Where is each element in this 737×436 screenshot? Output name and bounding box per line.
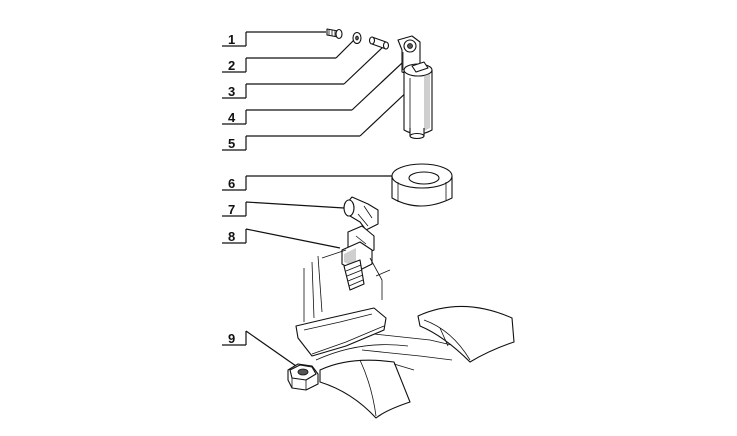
callout-8-label: 8 bbox=[228, 229, 235, 244]
callout-2: 2 bbox=[222, 39, 355, 73]
callout-8-leader bbox=[245, 228, 341, 249]
side-panel-part bbox=[393, 305, 515, 371]
callout-6: 6 bbox=[222, 175, 392, 191]
callout-4-label: 4 bbox=[228, 110, 236, 125]
callout-3-label: 3 bbox=[228, 84, 235, 99]
callout-7: 7 bbox=[222, 201, 345, 217]
callout-2-label: 2 bbox=[228, 58, 235, 73]
hex-nut-part bbox=[287, 363, 319, 391]
callout-8: 8 bbox=[222, 228, 341, 249]
callout-7-label: 7 bbox=[228, 202, 235, 217]
callout-3-leader-d bbox=[343, 45, 385, 85]
callout-1: 1 bbox=[222, 31, 326, 47]
callout-7-leader bbox=[245, 201, 345, 209]
callout-2-leader-d bbox=[335, 39, 355, 59]
callout-9: 9 bbox=[222, 330, 297, 367]
sensor-switch-part bbox=[341, 225, 375, 291]
callout-9-label: 9 bbox=[228, 331, 235, 346]
callout-3: 3 bbox=[222, 45, 385, 99]
washer-part bbox=[352, 31, 362, 45]
callout-4: 4 bbox=[222, 47, 419, 125]
callout-9-leader bbox=[245, 330, 297, 367]
callout-5-label: 5 bbox=[228, 136, 235, 151]
elbow-cap-part bbox=[343, 196, 379, 231]
rubber-ring-part bbox=[391, 163, 453, 207]
lower-panel-part bbox=[319, 359, 411, 419]
cylinder-part bbox=[403, 61, 433, 140]
screw-part bbox=[326, 28, 343, 40]
callout-6-label: 6 bbox=[228, 176, 235, 191]
spacer-sleeve-part bbox=[368, 36, 390, 50]
callout-1-label: 1 bbox=[228, 32, 235, 47]
mounting-plate-part bbox=[295, 249, 457, 361]
